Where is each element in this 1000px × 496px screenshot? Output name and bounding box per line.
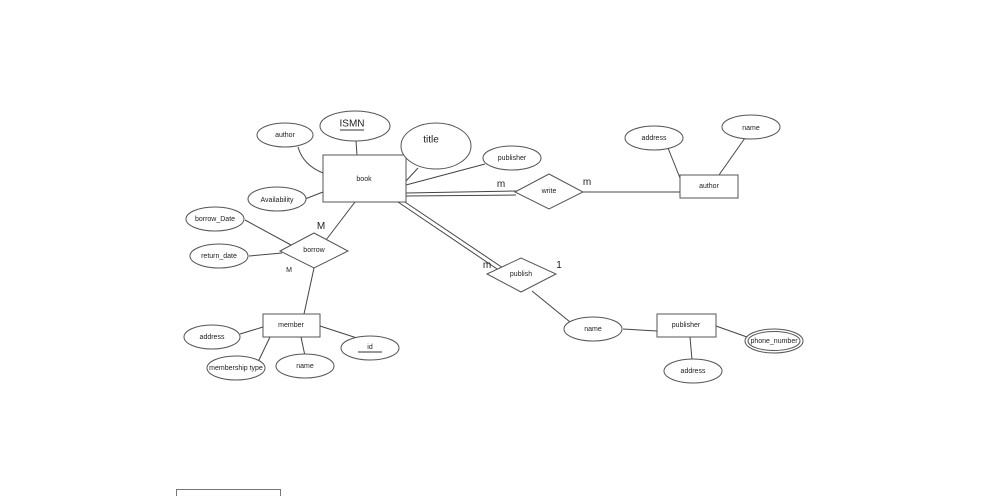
edge-member-name [300,336,306,357]
edge-author-name [718,137,746,176]
attribute-author-name[interactable]: name [721,114,781,140]
edge-publisher-name [622,328,658,332]
edge-member-membershiptype [257,336,271,363]
attribute-book-ismn[interactable]: ISMN [319,110,391,142]
attribute-label: name [584,326,602,333]
edge-book-write-1 [405,190,517,194]
attribute-label: Availability [261,197,294,204]
edge-borrow-borrowdate [244,219,292,246]
edge-publisher-address [689,336,693,361]
attribute-book-author[interactable]: author [256,122,314,148]
relationship-borrow[interactable]: borrow [278,232,350,269]
entity-publisher-label: publisher [672,322,701,329]
entity-publisher[interactable]: publisher [656,313,717,338]
attribute-member-membership-type[interactable]: membership type [206,355,266,381]
edge-book-write-2 [405,194,517,197]
attribute-label: address [642,135,667,142]
edge-book-title [405,167,419,182]
entity-member-label: member [278,322,304,329]
attribute-label: address [681,368,706,375]
edge-publisher-phone [715,325,748,338]
attribute-member-address[interactable]: address [183,324,241,350]
attribute-publisher-phone-number[interactable]: phone_number [744,328,804,354]
edge-book-publish-1 [397,201,504,274]
relationship-publish-label: publish [510,271,532,278]
edge-book-availability [304,191,324,200]
cardinality-write-right: m [583,177,591,188]
edge-book-publisher [405,163,486,186]
attribute-book-availability[interactable]: Availability [247,186,307,212]
attribute-book-publisher[interactable]: publisher [482,145,542,171]
attribute-label: membership type [209,365,263,372]
attribute-label: name [296,363,314,370]
attribute-label: borrow_Date [195,216,235,223]
relationship-write[interactable]: write [513,173,585,210]
attribute-author-address[interactable]: address [624,125,684,151]
cardinality-write-left: m [497,179,505,190]
entity-book-label: book [356,176,372,183]
relationship-publish[interactable]: publish [485,257,558,293]
connector-lines [239,137,748,363]
attribute-label-key: id [367,344,373,351]
attribute-borrow-date[interactable]: borrow_Date [185,206,245,232]
edge-borrow-returndate [248,252,283,257]
edge-book-borrow [325,201,356,241]
edge-book-publish-2 [401,199,507,271]
cardinality-publish-right: 1 [556,260,562,271]
attribute-label: author [275,132,296,139]
attribute-label-multivalued: phone_number [750,338,798,345]
cardinality-borrow-bottom: M [286,267,292,274]
edge-book-ismn [355,140,358,156]
edge-borrow-member [303,267,315,315]
attribute-label: publisher [498,155,527,162]
attribute-member-id[interactable]: id [340,335,400,361]
attribute-label: address [200,334,225,341]
attribute-member-name[interactable]: name [275,353,335,379]
attribute-label: title [423,135,439,146]
attribute-publisher-address[interactable]: address [663,358,723,384]
cardinality-publish-left: m [483,260,491,271]
edge-book-author [297,146,324,174]
attribute-return-date[interactable]: return_date [189,243,249,269]
entity-book[interactable]: book [322,154,407,203]
entity-author[interactable]: author [679,174,739,199]
entity-member[interactable]: member [262,313,321,338]
attribute-label: return_date [201,253,237,260]
entity-author-label: author [699,183,720,190]
edge-member-address [239,326,264,335]
attribute-book-title[interactable]: title [400,122,472,170]
cardinality-borrow-top: M [317,221,325,232]
attribute-publisher-name[interactable]: name [563,316,623,342]
edge-member-id [319,325,361,340]
attribute-label-key: ISMN [340,119,365,130]
attribute-label: name [742,125,760,132]
edge-author-address [667,147,681,179]
relationship-borrow-label: borrow [303,247,325,254]
relationship-write-label: write [541,188,557,195]
edge-publish-name [531,290,571,323]
